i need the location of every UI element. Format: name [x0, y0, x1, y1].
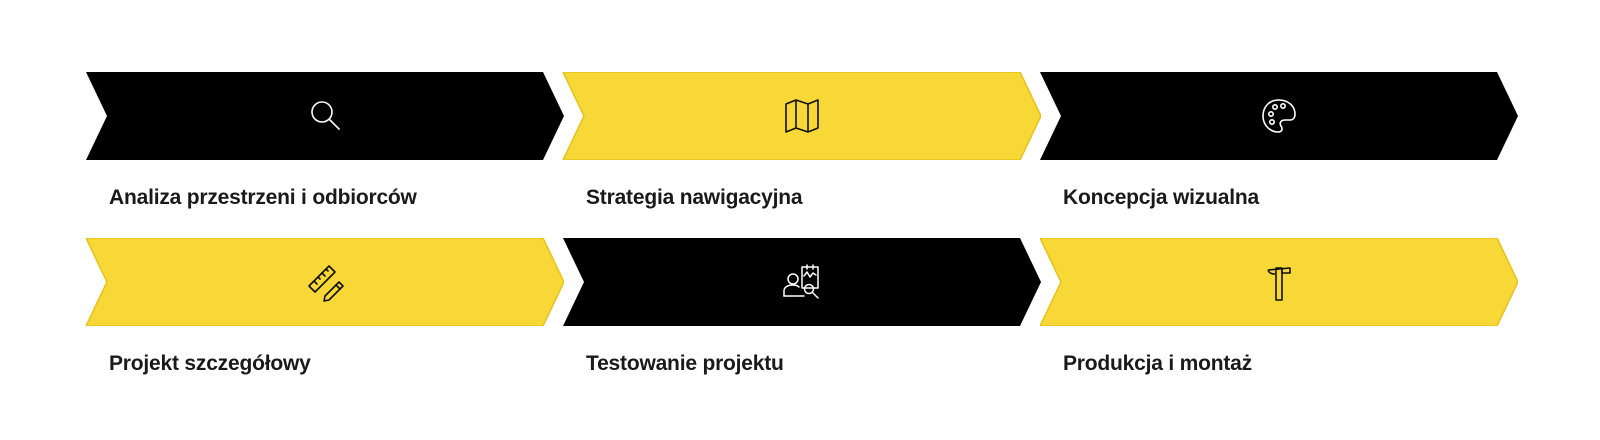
step-3-chevron: [1040, 72, 1518, 160]
search-icon: [305, 96, 345, 136]
step-6-label: Produkcja i montaż: [1063, 352, 1252, 375]
step-2-arrow: [563, 72, 1041, 160]
step-4-arrow: [86, 238, 564, 326]
step-1-chevron: [86, 72, 564, 160]
step-6-arrow: [1040, 238, 1518, 326]
step-3-arrow: [1040, 72, 1518, 160]
step-1-arrow: [86, 72, 564, 160]
step-2-label: Strategia nawigacyjna: [586, 186, 803, 209]
map-icon: [782, 96, 822, 136]
step-5-arrow: [563, 238, 1041, 326]
palette-icon: [1259, 96, 1299, 136]
step-6-chevron: [1040, 238, 1518, 326]
step-5-label: Testowanie projektu: [586, 352, 784, 375]
user-testing-icon: [782, 262, 822, 302]
hammer-icon: [1259, 262, 1299, 302]
step-3-label: Koncepcja wizualna: [1063, 186, 1259, 209]
step-4-label: Projekt szczegółowy: [109, 352, 311, 375]
step-1-label: Analiza przestrzeni i odbiorców: [109, 186, 417, 209]
ruler-pencil-icon: [305, 262, 345, 302]
step-2-chevron: [563, 72, 1041, 160]
